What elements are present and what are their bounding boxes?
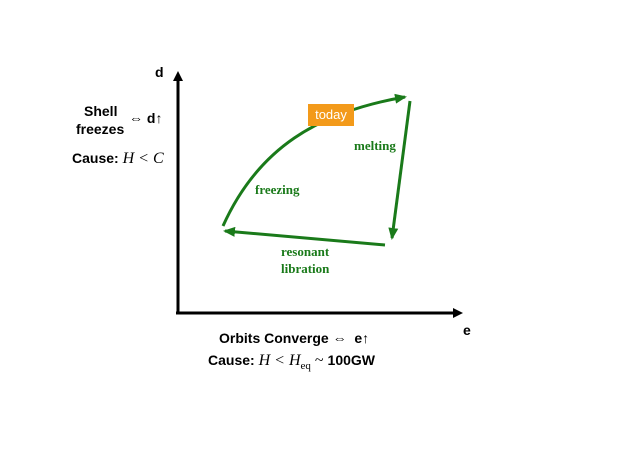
bottom-cause-sub: eq (300, 359, 311, 372)
melting-arrow (388, 100, 412, 240)
freeze-relation: ⇔ d↑ (129, 110, 163, 126)
bottom-cause-value: 100GW (327, 352, 376, 368)
today-badge: today (308, 104, 354, 126)
resonant-libration-arrow (223, 226, 386, 247)
bottom-cause-Heq: H (288, 352, 301, 369)
bottom-cause: Cause: H < Heq ~ 100GW (208, 352, 375, 372)
freezing-arrow (221, 93, 407, 227)
left-cause-H: H (122, 150, 135, 167)
y-axis-label: d (155, 64, 164, 80)
freezing-label: freezing (255, 182, 300, 197)
orbits-relation: ⇔ e↑ (332, 330, 370, 346)
bottom-cause-lt: < (270, 352, 289, 369)
freezes-label: freezes (76, 121, 125, 137)
left-cause: Cause: H < C (72, 150, 164, 168)
bottom-cause-H: H (258, 352, 271, 369)
libration-label: libration (281, 261, 330, 276)
bottom-main: Orbits Converge ⇔ e↑ (219, 330, 369, 346)
bottom-cause-prefix: Cause: (208, 352, 255, 368)
orbits-converge-label: Orbits Converge (219, 330, 329, 346)
bottom-cause-sim: ~ (310, 352, 328, 369)
resonant-label: resonant (281, 244, 330, 259)
x-axis-label: e (463, 322, 471, 338)
shell-label: Shell (84, 103, 118, 119)
left-cause-rest: < C (134, 150, 164, 167)
melting-label: melting (354, 138, 396, 153)
left-cause-prefix: Cause: (72, 150, 119, 166)
